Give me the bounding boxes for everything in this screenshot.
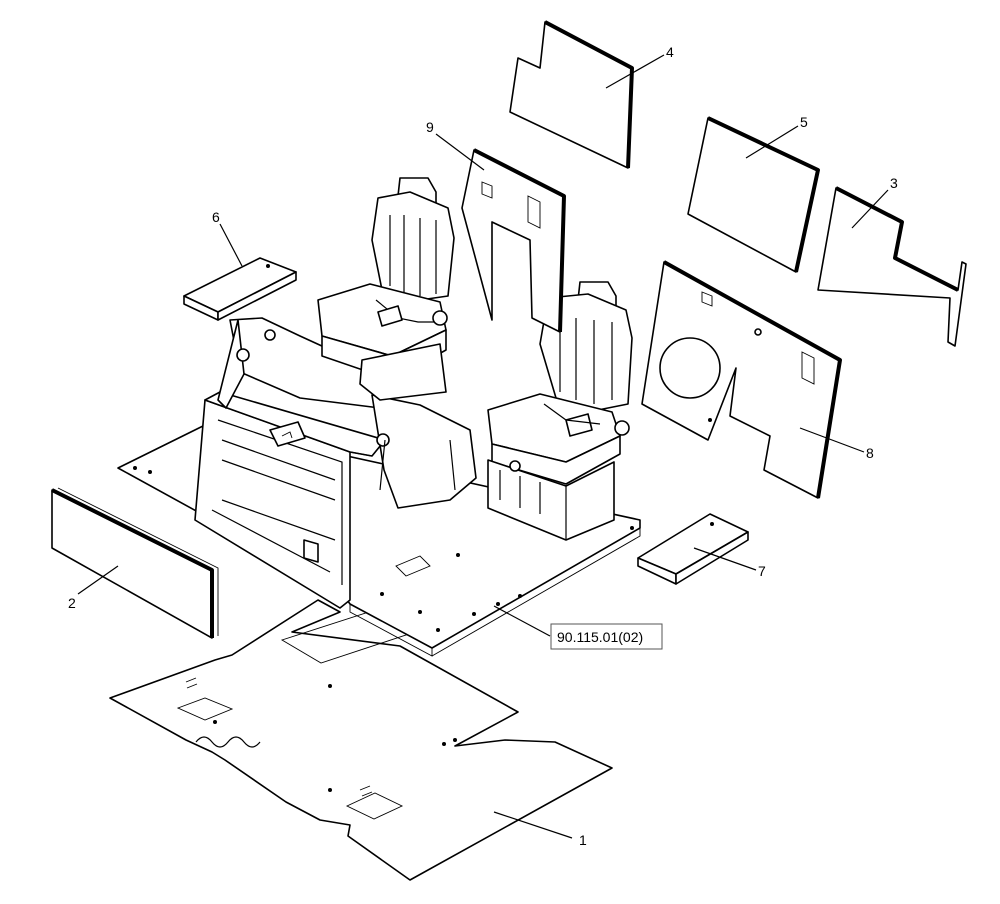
leader-1 xyxy=(493,811,573,839)
leader-3 xyxy=(851,189,889,229)
leader-2 xyxy=(77,565,119,595)
leader-9 xyxy=(435,133,485,171)
part-3-panel xyxy=(817,186,967,347)
operator-console xyxy=(194,317,477,609)
leader-ref xyxy=(493,605,551,637)
part-2-front-panel xyxy=(51,487,219,639)
callout-7: 7 xyxy=(758,563,766,579)
callout-8: 8 xyxy=(866,445,874,461)
leader-8 xyxy=(799,427,865,453)
leader-7 xyxy=(693,547,757,571)
part-5-panel xyxy=(687,116,820,273)
leader-6 xyxy=(219,223,243,267)
callout-labels: 1 2 3 4 5 6 7 8 9 xyxy=(68,44,898,848)
leader-lines xyxy=(77,54,889,839)
callout-2: 2 xyxy=(68,595,76,611)
reference-box xyxy=(550,623,663,650)
callout-5: 5 xyxy=(800,114,808,130)
part-9-panel xyxy=(461,148,566,333)
part-8-rear-panel xyxy=(641,260,842,499)
callout-9: 9 xyxy=(426,119,434,135)
callout-4: 4 xyxy=(666,44,674,60)
callout-3: 3 xyxy=(890,175,898,191)
part-4-panel xyxy=(509,20,634,169)
part-6-pad xyxy=(183,257,297,321)
seat-right xyxy=(487,281,633,541)
part-7-pad xyxy=(637,513,749,585)
callout-1: 1 xyxy=(579,832,587,848)
callout-6: 6 xyxy=(212,209,220,225)
part-1-floor-mat xyxy=(109,599,613,881)
reference-callout[interactable]: 90.115.01(02) xyxy=(550,623,663,650)
leader-4 xyxy=(605,54,665,89)
seat-left xyxy=(317,177,455,401)
reference-label: 90.115.01(02) xyxy=(557,629,643,645)
leader-5 xyxy=(745,125,799,159)
